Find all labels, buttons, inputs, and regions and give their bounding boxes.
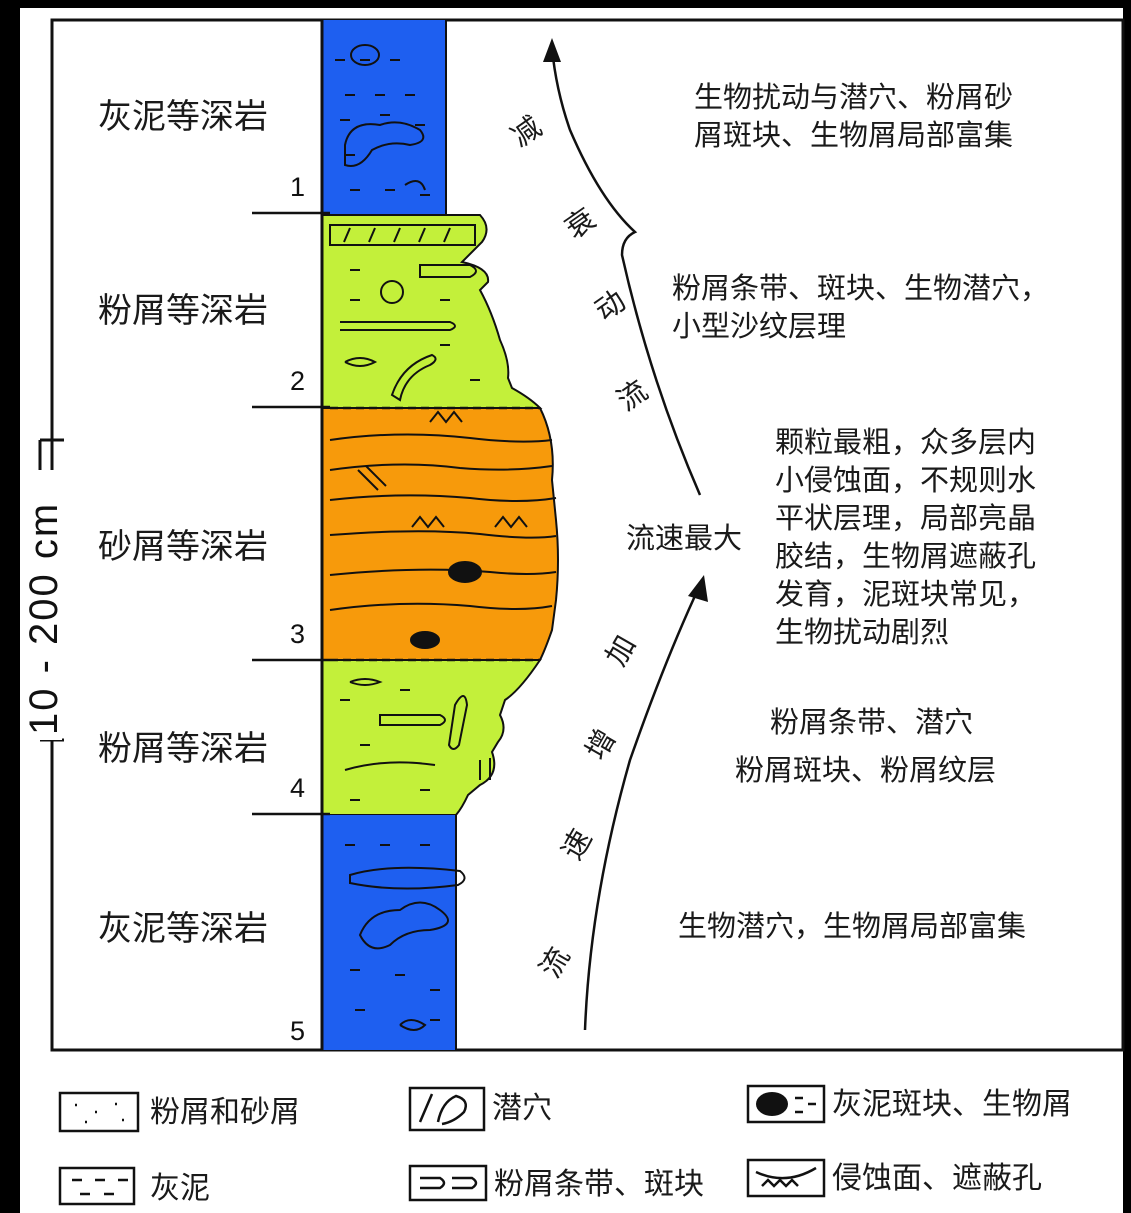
boundary-number-1: 1 — [290, 172, 305, 202]
layer-5-desc-line-1: 生物潜穴，生物屑局部富集 — [678, 909, 1026, 943]
layer-name-3: 砂屑等深岩 — [98, 527, 268, 567]
flow-arrows — [550, 47, 702, 1031]
layer-4-desc-line-1: 粉屑条带、潜穴 — [770, 705, 973, 739]
layer-4-desc-line-2: 粉屑斑块、粉屑纹层 — [735, 753, 996, 787]
scale-label: 10 - 200 cm — [22, 502, 66, 735]
layer-name-5: 灰泥等深岩 — [98, 909, 268, 949]
layer-textures — [329, 44, 557, 1031]
layer-1-desc-line-2: 屑斑块、生物屑局部富集 — [694, 118, 1013, 152]
layer-name-1: 灰泥等深岩 — [98, 97, 268, 137]
boundary-number-2: 2 — [290, 366, 305, 396]
flow-max-label: 流速最大 — [626, 521, 742, 555]
legend-label-3: 灰泥斑块、生物屑 — [832, 1087, 1072, 1122]
layer-2-fill — [321, 214, 543, 409]
boundaries — [252, 211, 540, 816]
diagram-panel — [20, 8, 1123, 1213]
boundary-number-5: 5 — [290, 1016, 305, 1046]
layer-3-desc-line-2: 小侵蚀面，不规则水 — [775, 463, 1036, 497]
boundary-number-4: 4 — [290, 773, 305, 803]
silt-band-icon — [408, 1164, 488, 1202]
layer-name-4: 粉屑等深岩 — [98, 729, 268, 769]
legend-item-burrow: 潜穴 — [408, 1086, 552, 1132]
mud-dash-icon — [58, 1166, 136, 1206]
legend-label-1: 粉屑和砂屑 — [150, 1095, 300, 1130]
legend-item-mud: 灰泥 — [58, 1166, 210, 1206]
layer-1-desc-line-1: 生物扰动与潜穴、粉屑砂 — [694, 80, 1013, 114]
arrow-up-right-icon — [688, 575, 708, 602]
legend-item-erosion: 侵蚀面、遮蔽孔 — [746, 1158, 1042, 1198]
layer-1-fill — [322, 20, 446, 215]
arrow-up-icon — [543, 38, 561, 62]
legend-label-4: 灰泥 — [150, 1171, 210, 1206]
scale-bar: 10 - 200 cm — [20, 438, 66, 742]
layer-3-desc-line-6: 生物扰动剧烈 — [775, 615, 949, 649]
layer-5-fill — [322, 815, 456, 1050]
legend: 粉屑和砂屑 潜穴 灰泥斑块、生物屑 灰泥 粉屑条带、斑块 侵蚀面、遮蔽孔 — [58, 1084, 1072, 1206]
increasing-flow-curve — [583, 584, 702, 1031]
legend-label-6: 侵蚀面、遮蔽孔 — [832, 1161, 1042, 1196]
layer-name-2: 粉屑等深岩 — [98, 291, 268, 331]
layer-3-desc-line-4: 胶结，生物屑遮蔽孔 — [775, 539, 1036, 573]
legend-label-5: 粉屑条带、斑块 — [494, 1167, 704, 1202]
layer-3-desc-line-3: 平状层理，局部亮晶 — [775, 501, 1036, 535]
boundary-number-3: 3 — [290, 619, 305, 649]
legend-item-silt-sand: 粉屑和砂屑 — [58, 1091, 300, 1133]
layer-4-fill — [321, 659, 542, 816]
layer-column — [320, 20, 559, 1050]
layer-3-desc-line-5: 发育，泥斑块常见， — [775, 577, 1036, 611]
legend-label-2: 潜穴 — [492, 1091, 552, 1126]
layer-2-desc-line-1: 粉屑条带、斑块、生物潜穴， — [672, 271, 1049, 305]
dots-pattern-icon — [58, 1091, 140, 1133]
legend-item-silt-band: 粉屑条带、斑块 — [408, 1164, 704, 1202]
layer-2-desc-line-2: 小型沙纹层理 — [672, 309, 846, 343]
decreasing-flow-curve — [550, 47, 702, 496]
legend-item-mud-patch: 灰泥斑块、生物屑 — [746, 1084, 1072, 1124]
layer-3-desc-line-1: 颗粒最粗，众多层内 — [775, 425, 1036, 459]
